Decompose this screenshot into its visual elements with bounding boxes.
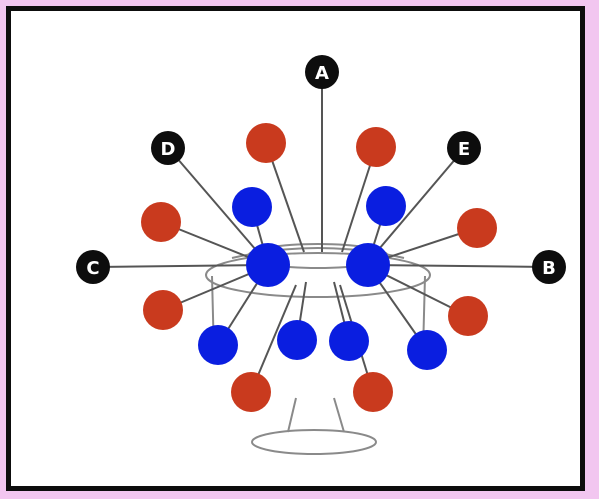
red-ball (246, 123, 286, 163)
blue-ball (277, 320, 317, 360)
blue-balls (198, 186, 447, 370)
blue-ball (346, 243, 390, 287)
red-ball (353, 372, 393, 412)
red-ball (448, 296, 488, 336)
label-a-text: A (315, 63, 329, 84)
blue-ball (198, 325, 238, 365)
label-b: B (532, 250, 566, 284)
red-ball (457, 208, 497, 248)
label-a-marker (305, 55, 339, 89)
blue-ball (407, 330, 447, 370)
label-b-marker (532, 250, 566, 284)
line-b (369, 264, 549, 268)
blue-ball (329, 321, 369, 361)
line-c (95, 264, 269, 268)
label-markers: A B C D E (76, 55, 566, 284)
line-e (367, 149, 464, 263)
stand-stem (287, 397, 345, 433)
label-d-marker (151, 131, 185, 165)
stand-top-plate (205, 252, 431, 298)
label-b-text: B (542, 258, 556, 279)
label-e-marker (447, 131, 481, 165)
line-d (169, 149, 269, 265)
red-ball (143, 290, 183, 330)
blue-ball (366, 186, 406, 226)
label-e-text: E (458, 139, 470, 160)
red-balls (141, 123, 497, 412)
label-c-marker (76, 250, 110, 284)
red-ball (141, 202, 181, 242)
label-a: A (305, 55, 339, 89)
label-e: E (447, 131, 481, 165)
label-d: D (151, 131, 185, 165)
red-ball (231, 372, 271, 412)
stand (205, 243, 431, 455)
stand-base (251, 429, 377, 455)
blue-ball (246, 243, 290, 287)
label-c-text: C (86, 258, 99, 279)
label-c: C (76, 250, 110, 284)
blue-ball (232, 187, 272, 227)
red-ball (356, 127, 396, 167)
label-d-text: D (161, 139, 176, 160)
